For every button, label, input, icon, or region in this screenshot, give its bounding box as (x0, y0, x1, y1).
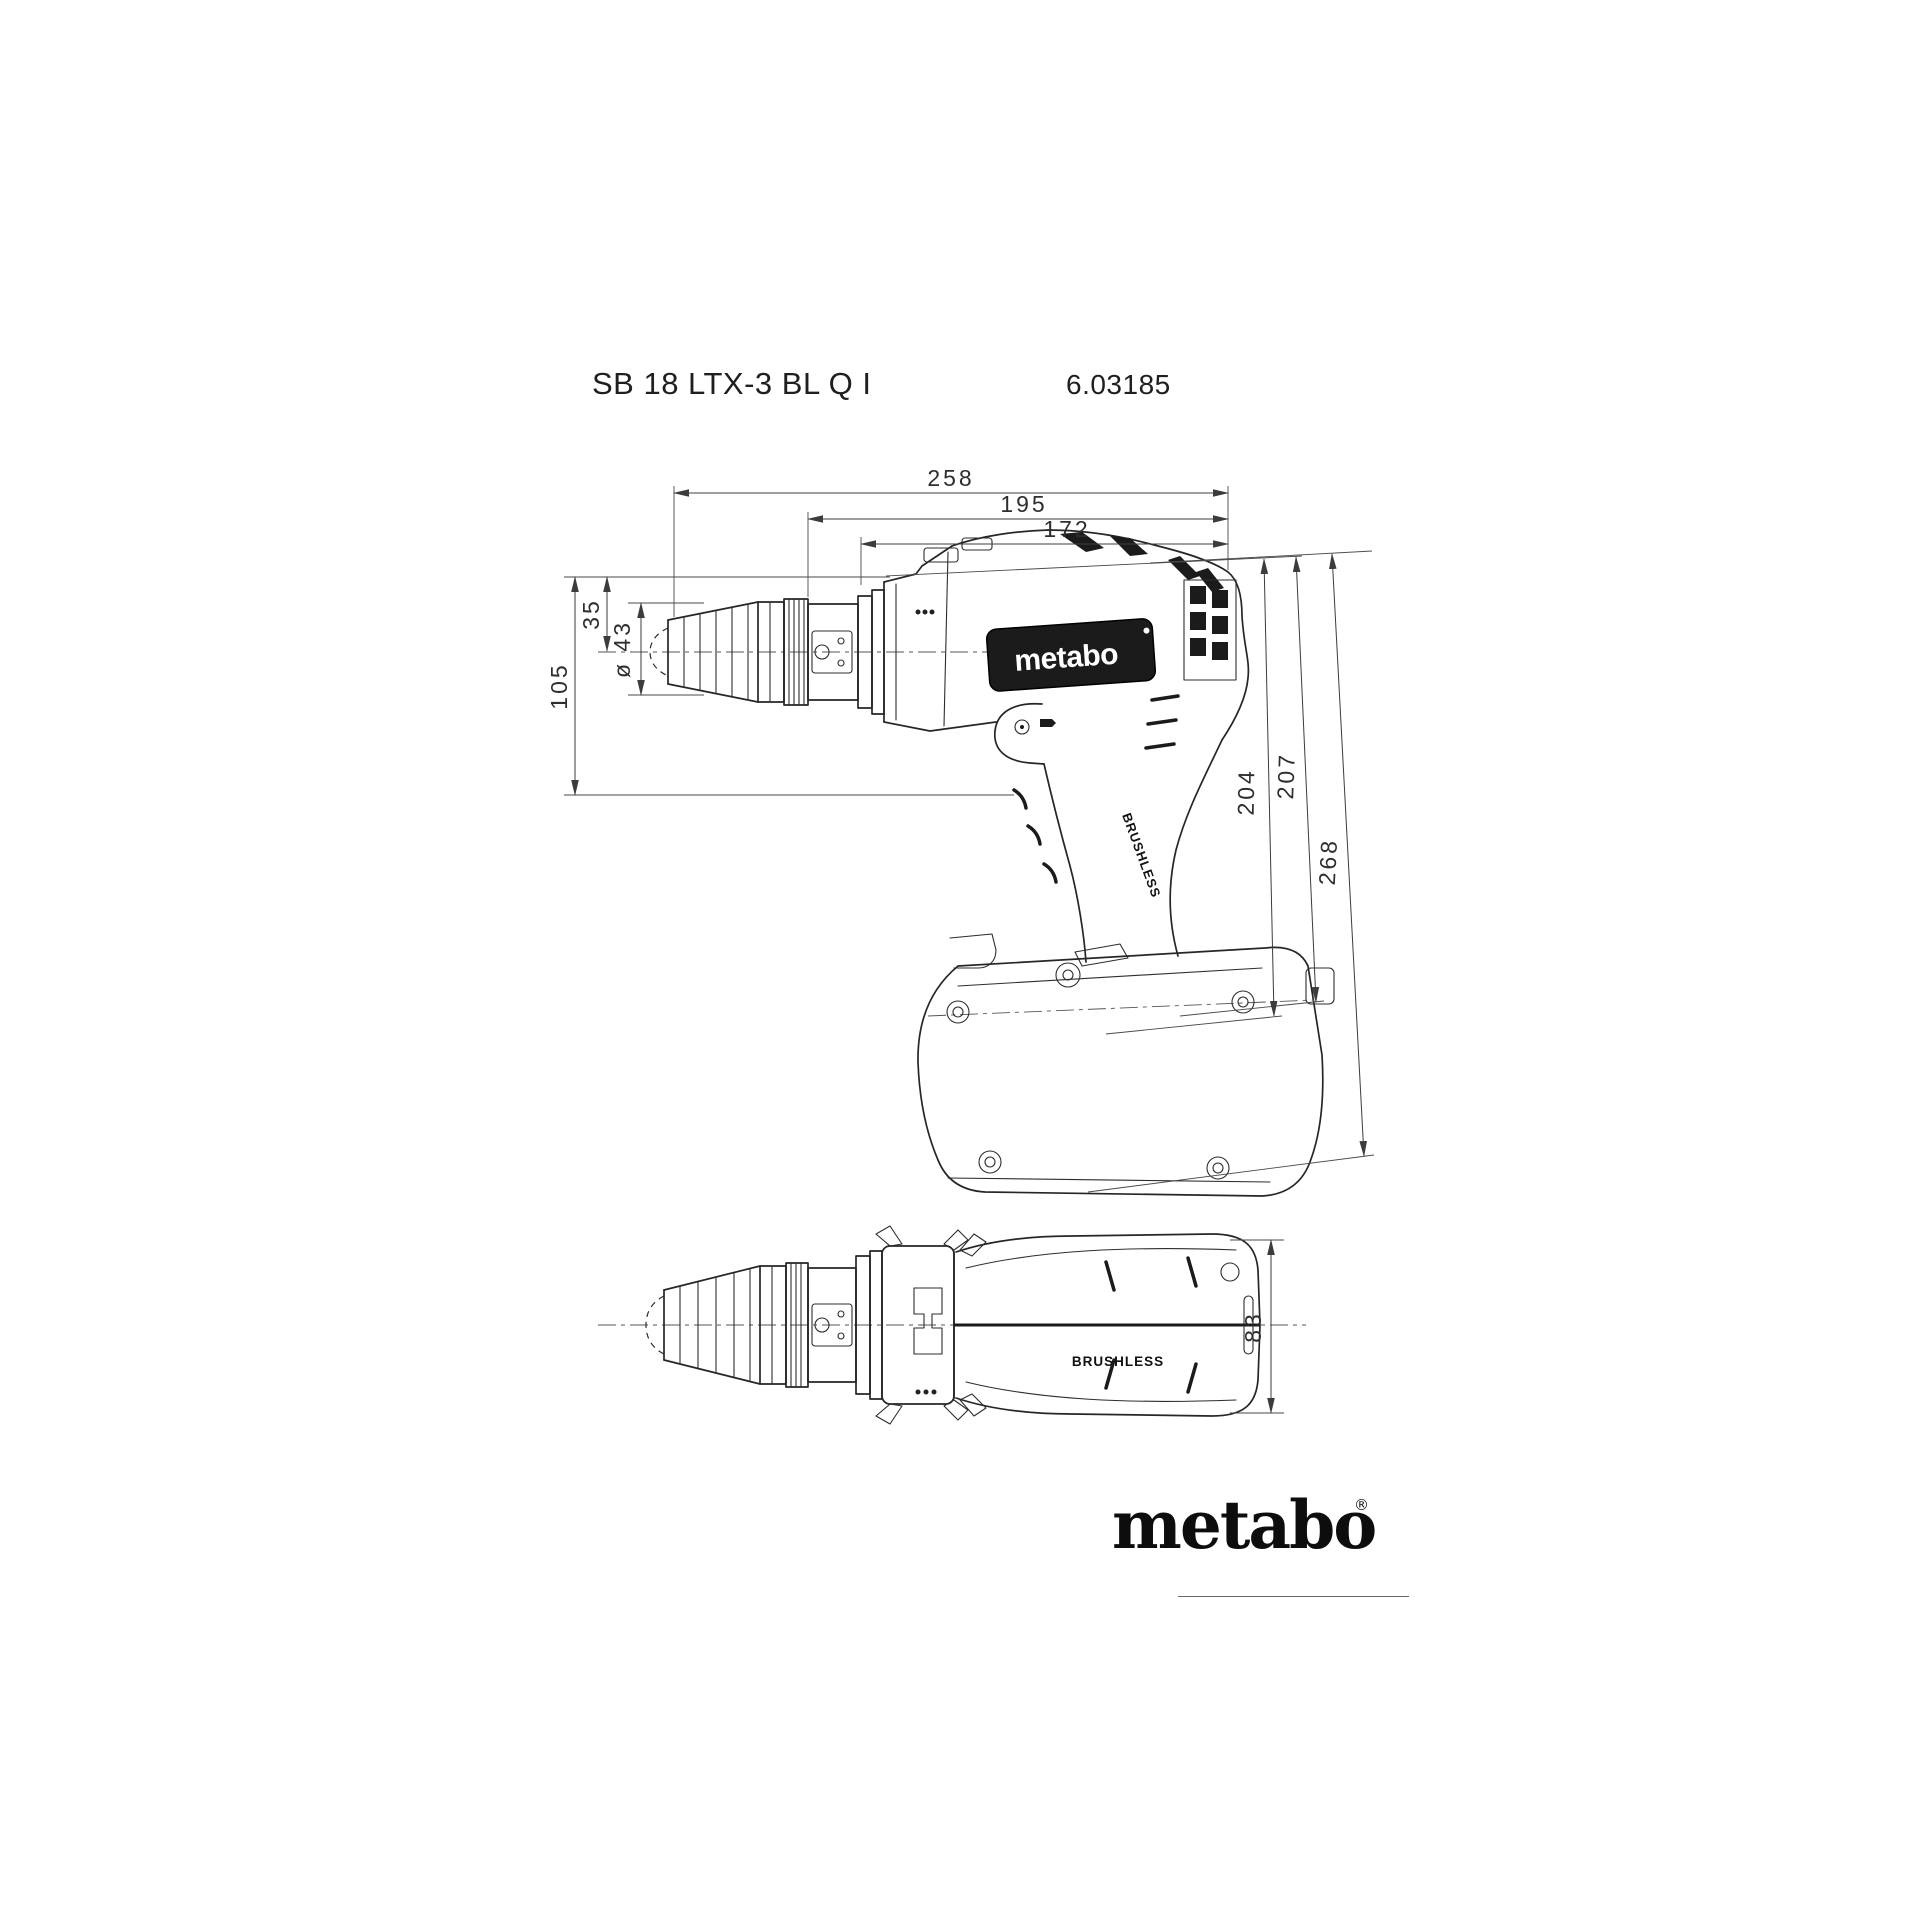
model-title: SB 18 LTX-3 BL Q I (592, 366, 872, 401)
top-view: BRUSHLESS (598, 1225, 1306, 1425)
dim-chuck-diameter: ø 43 (609, 602, 645, 696)
handle-side: BRUSHLESS (1012, 739, 1223, 963)
dim-axis-to-top: 35 (578, 576, 611, 652)
side-view: metabo BRUSHLESS (598, 529, 1335, 1197)
body-top: BRUSHLESS (953, 1233, 1261, 1417)
dim-height-207: 207 (1272, 556, 1320, 1003)
battery-pack-side (917, 946, 1335, 1197)
dim-length-without-chuck: 195 (807, 491, 1229, 523)
registered-dot-icon (1143, 627, 1150, 634)
dim-label-258: 258 (927, 465, 974, 491)
rotation-arrow-icon (1040, 719, 1056, 727)
dim-label-268: 268 (1314, 837, 1342, 886)
dim-label-195: 195 (1000, 491, 1047, 517)
dim-housing-width: 83 (1240, 1239, 1275, 1414)
brushless-label-top: BRUSHLESS (1072, 1354, 1164, 1369)
dim-overall-length: 258 (673, 465, 1229, 497)
dim-front-height: 105 (546, 576, 579, 796)
metabo-logo: metabo (1112, 1486, 1377, 1564)
belt-hook (949, 933, 1129, 988)
dim-housing-length: 172 (860, 516, 1229, 548)
article-number: 6.03185 (1066, 369, 1171, 400)
dim-label-172: 172 (1043, 516, 1090, 542)
dim-label-83: 83 (1240, 1311, 1266, 1343)
brushless-label-side: BRUSHLESS (1119, 811, 1164, 900)
dim-height-204: 204 (1233, 558, 1278, 1017)
trigger (994, 702, 1056, 765)
dim-label-35: 35 (578, 598, 604, 630)
registered-trademark: ® (1354, 1496, 1369, 1514)
dim-label-105: 105 (546, 662, 572, 709)
quick-mark-icon-top (915, 1389, 937, 1395)
brand-plate-label: metabo (1013, 638, 1119, 678)
dim-overall-height: 268 (1314, 553, 1367, 1157)
battery-screws (946, 990, 1255, 1180)
dim-label-43: ø 43 (609, 620, 635, 678)
chuck-side (649, 589, 885, 715)
dim-label-204: 204 (1233, 768, 1260, 816)
footer-rule (1178, 1596, 1409, 1597)
quick-mark-icon (915, 609, 935, 615)
dim-label-207: 207 (1272, 752, 1300, 800)
brand-plate: metabo (985, 618, 1157, 692)
